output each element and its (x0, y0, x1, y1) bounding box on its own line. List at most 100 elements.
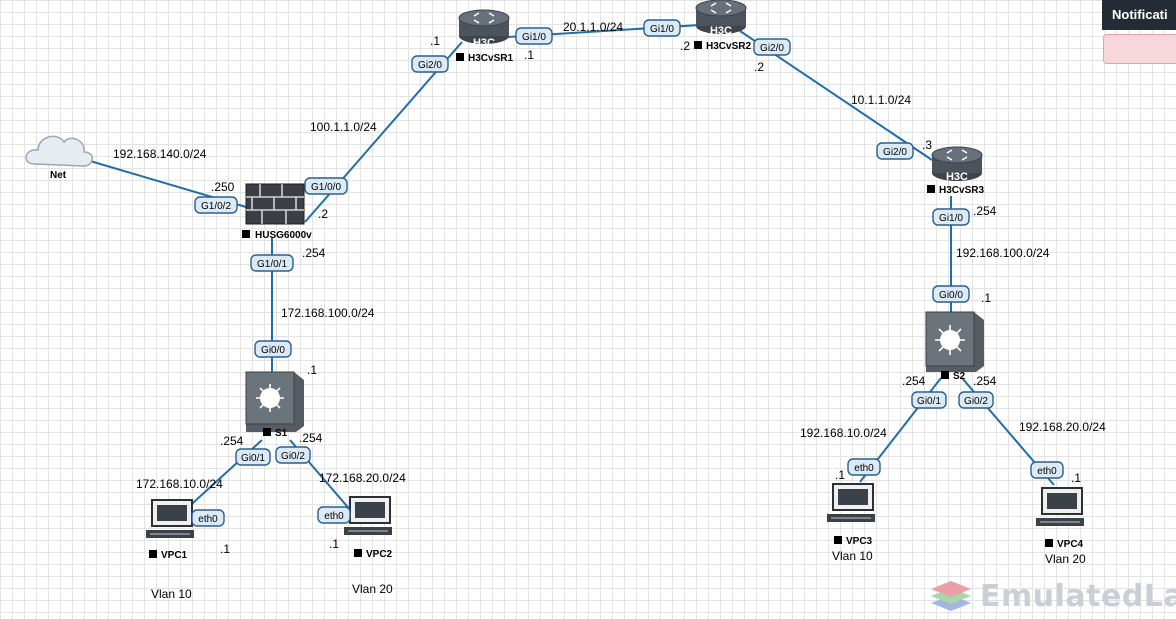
pc-icon[interactable] (146, 499, 194, 538)
pc-icon[interactable] (344, 496, 392, 535)
interface-tag[interactable]: Gi1/0 (643, 19, 681, 37)
firewall-icon[interactable] (245, 183, 305, 225)
vpc2-status-square (354, 549, 362, 557)
switch-icon[interactable] (245, 371, 304, 432)
svg-text:Gi0/1: Gi0/1 (917, 396, 941, 407)
router-icon[interactable]: H3C (695, 0, 747, 37)
ip-label: .1 (835, 468, 845, 482)
vpc3-status-square (834, 536, 842, 544)
ip-label: .1 (329, 537, 339, 551)
switch-icon[interactable] (925, 311, 984, 372)
network-label: 172.168.10.0/24 (136, 477, 223, 491)
interface-tag[interactable]: Gi2/0 (411, 55, 449, 73)
ip-label: .254 (299, 431, 323, 445)
svg-text:Gi1/0: Gi1/0 (650, 24, 674, 35)
interface-tag[interactable]: eth0 (191, 509, 225, 527)
watermark: EmulatedLab (928, 578, 1176, 614)
interface-tag[interactable]: Gi1/0 (932, 208, 970, 226)
pc-icon[interactable] (827, 483, 875, 522)
network-label: 192.168.10.0/24 (800, 426, 887, 440)
node-label-s1: S1 (275, 428, 288, 439)
svg-text:Gi2/0: Gi2/0 (883, 147, 907, 158)
ip-label: .3 (922, 138, 932, 152)
interface-tag[interactable]: Gi0/0 (254, 340, 292, 358)
ip-label: .1 (524, 48, 534, 62)
notification-header: Notificati (1102, 0, 1176, 30)
network-label: 20.1.1.0/24 (563, 20, 623, 34)
ip-label: .250 (211, 180, 235, 194)
ip-label: .2 (318, 207, 328, 221)
vlan-label-vpc2: Vlan 20 (352, 582, 393, 596)
node-label-r2: H3CvSR2 (706, 41, 751, 52)
network-label: 100.1.1.0/24 (310, 120, 377, 134)
svg-text:G1/0/1: G1/0/1 (257, 259, 287, 270)
network-label: 10.1.1.0/24 (851, 93, 911, 107)
ip-label: .254 (220, 434, 244, 448)
interface-tag[interactable]: Gi0/2 (958, 391, 994, 409)
ip-label: .1 (307, 363, 317, 377)
network-label: 172.168.20.0/24 (319, 471, 406, 485)
ip-label: .254 (902, 374, 926, 388)
fw-status-square (242, 230, 250, 238)
node-label-vpc1: VPC1 (161, 550, 188, 561)
svg-text:eth0: eth0 (854, 463, 874, 474)
interface-tag[interactable]: Gi0/1 (235, 448, 271, 466)
r1-status-square (456, 53, 464, 61)
ip-label: .254 (302, 246, 326, 260)
vlan-label-vpc1: Vlan 10 (151, 587, 192, 601)
interface-tag[interactable]: eth0 (847, 458, 881, 476)
router-icon[interactable]: H3C (931, 146, 983, 183)
node-label-vpc2: VPC2 (366, 549, 393, 560)
cloud-icon[interactable] (25, 135, 93, 167)
interface-tag[interactable]: Gi0/1 (911, 391, 947, 409)
network-label: 192.168.20.0/24 (1019, 420, 1106, 434)
node-label-fw: HUSG6000v (255, 230, 312, 241)
node-label-r1: H3CvSR1 (468, 53, 513, 64)
svg-text:G1/0/0: G1/0/0 (311, 182, 341, 193)
network-label: 192.168.140.0/24 (113, 147, 207, 161)
ip-label: .254 (973, 374, 997, 388)
vpc1-status-square (149, 550, 157, 558)
interface-tag[interactable]: eth0 (1030, 461, 1064, 479)
network-label: 172.168.100.0/24 (281, 306, 375, 320)
watermark-text: EmulatedLab (980, 578, 1176, 614)
ip-label: .2 (680, 39, 690, 53)
node-label-vpc3: VPC3 (846, 536, 873, 547)
svg-text:Gi0/2: Gi0/2 (281, 451, 305, 462)
node-label-s2: S2 (953, 371, 966, 382)
router-icon[interactable]: H3C (458, 9, 510, 49)
ip-label: .2 (754, 60, 764, 74)
svg-text:G1/0/2: G1/0/2 (201, 201, 231, 212)
interface-tag[interactable]: Gi0/0 (932, 285, 970, 303)
r2-status-square (694, 41, 702, 49)
router-badge-r1: H3C (473, 37, 495, 49)
pc-icon[interactable] (1036, 487, 1084, 526)
vpc4-status-square (1045, 539, 1053, 547)
interface-tag[interactable]: eth0 (317, 506, 351, 524)
network-label: 192.168.100.0/24 (956, 246, 1050, 260)
ip-label: .1 (981, 291, 991, 305)
interface-tag[interactable]: G1/0/2 (194, 196, 238, 214)
ip-label: .1 (430, 34, 440, 48)
svg-text:eth0: eth0 (324, 511, 344, 522)
svg-text:Gi0/2: Gi0/2 (964, 396, 988, 407)
interface-tag[interactable]: Gi1/0 (515, 27, 553, 45)
svg-text:eth0: eth0 (198, 514, 218, 525)
notification-alert[interactable] (1103, 34, 1176, 64)
svg-text:Gi1/0: Gi1/0 (939, 213, 963, 224)
ip-label: .1 (1071, 471, 1081, 485)
interface-tag[interactable]: Gi2/0 (753, 38, 791, 56)
svg-text:eth0: eth0 (1037, 466, 1057, 477)
interface-tag[interactable]: G1/0/0 (304, 177, 348, 195)
svg-text:Gi0/0: Gi0/0 (261, 345, 285, 356)
node-label-r3: H3CvSR3 (939, 185, 984, 196)
svg-text:Gi1/0: Gi1/0 (522, 32, 546, 43)
interface-tag[interactable]: G1/0/1 (250, 254, 294, 272)
interface-tag[interactable]: Gi2/0 (876, 142, 914, 160)
r3-status-square (927, 185, 935, 193)
svg-text:Gi0/1: Gi0/1 (241, 453, 265, 464)
s1-status-square (263, 428, 271, 436)
vlan-label-vpc3: Vlan 10 (832, 549, 873, 563)
interface-tag[interactable]: Gi0/2 (275, 446, 311, 464)
